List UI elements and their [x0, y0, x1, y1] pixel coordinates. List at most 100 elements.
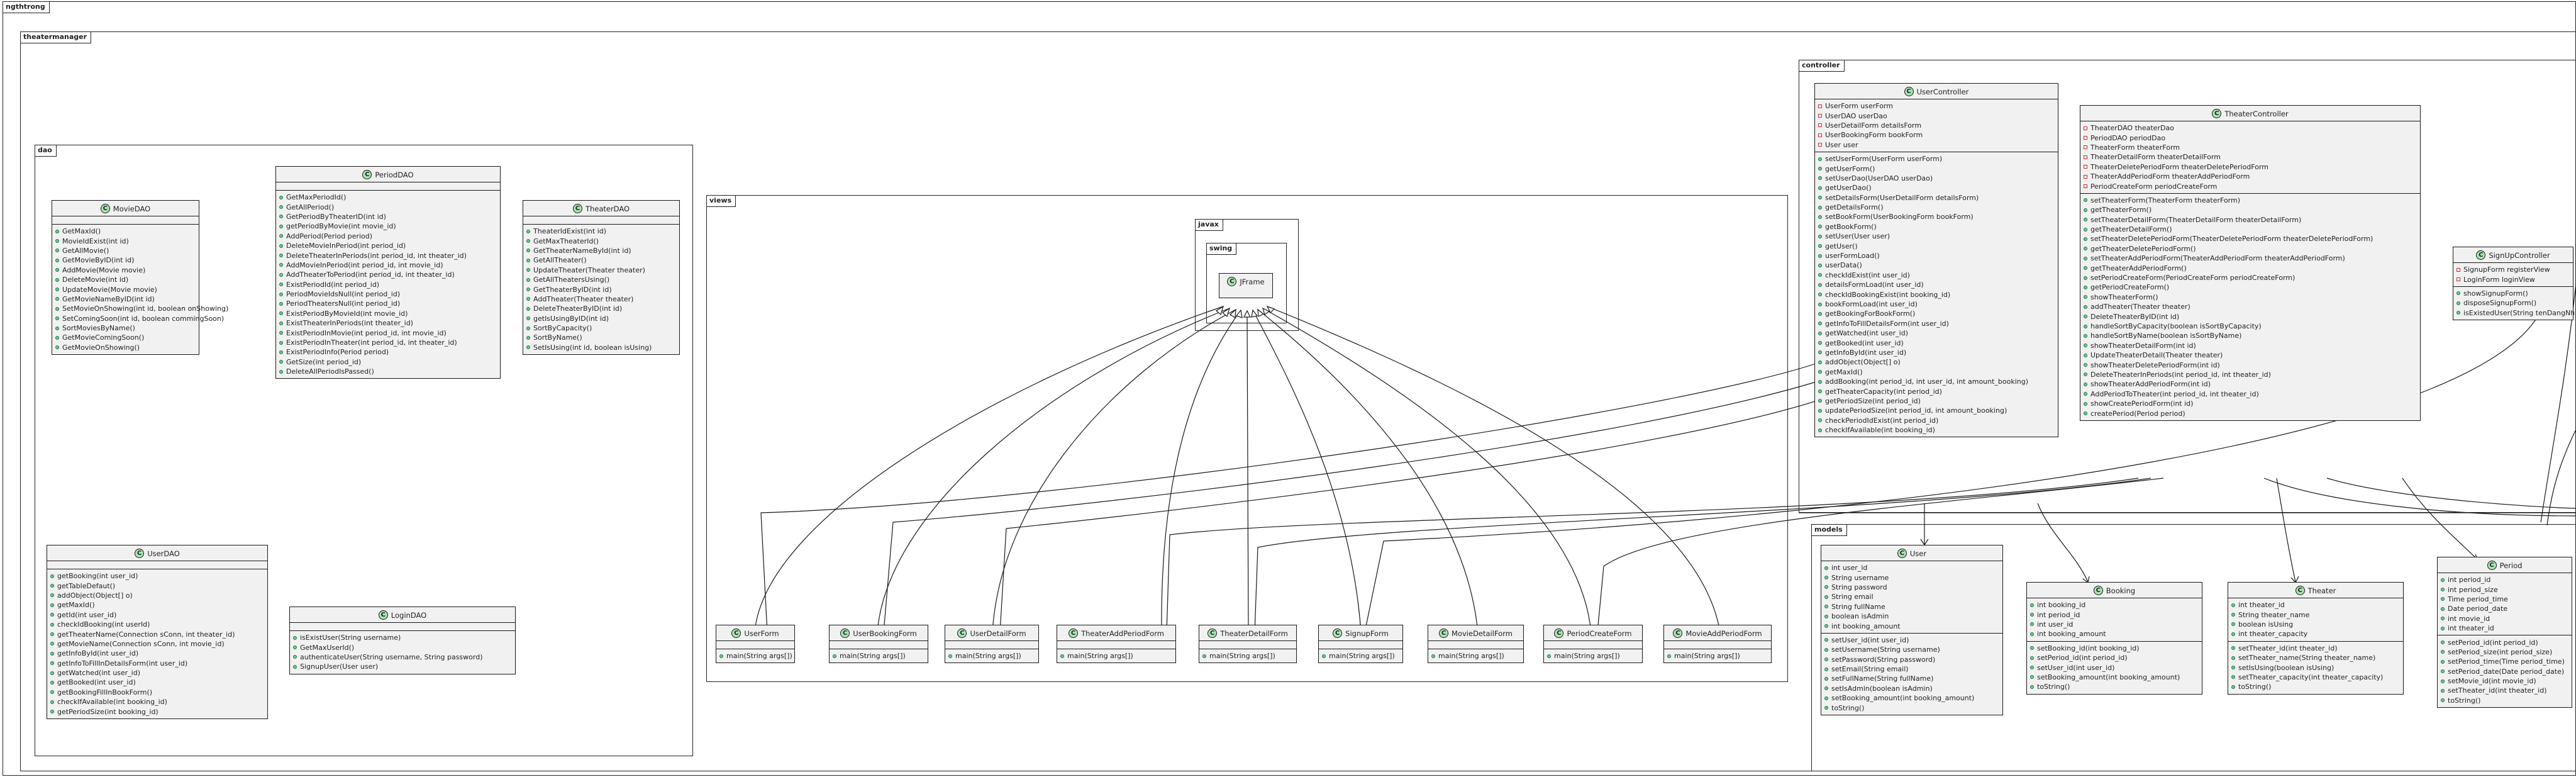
public-visibility-icon [2084, 208, 2087, 212]
method-text: SetMovieOnShowing(int id, boolean onShow… [62, 305, 229, 313]
method-row: handleSortByName(boolean isSortByName) [2080, 331, 2420, 340]
class-name: TheaterController [2224, 109, 2289, 118]
public-visibility-icon [1667, 654, 1671, 658]
field-row: int user_id [2027, 620, 2202, 629]
method-row: AddPeriodToTheater(int period_id, int th… [2080, 389, 2420, 399]
method-text: getPeriodSize(int period_id) [1825, 396, 1921, 405]
field-text: int booking_amount [2037, 630, 2106, 639]
method-text: getMaxId() [57, 601, 95, 610]
method-text: checkIdExist(int user_id) [1825, 271, 1910, 279]
public-visibility-icon [1547, 654, 1551, 658]
public-visibility-icon [55, 249, 59, 253]
class-marker-icon: C [1673, 629, 1683, 638]
method-row: SetMovieOnShowing(int id, boolean onShow… [52, 304, 228, 313]
assoc-theatercontroller-theaterdetailform [1254, 478, 2151, 633]
public-visibility-icon [279, 331, 283, 335]
public-visibility-icon [279, 292, 283, 296]
method-text: getTheaterCapacity(int period_id) [1825, 387, 1942, 396]
method-text: getInfoToFillDetailsForm(int user_id) [1825, 319, 1949, 328]
public-visibility-icon [50, 622, 54, 627]
class-marker-icon: C [2093, 586, 2103, 595]
public-visibility-icon [2084, 353, 2087, 357]
method-text: main(String args[]) [1209, 652, 1275, 661]
method-text: GetMaxTheaterId() [533, 237, 599, 245]
method-text: getInfoById(int user_id) [1825, 348, 1907, 357]
method-row: getMovieName(Connection sConn, int movie… [47, 639, 267, 649]
method-row: toString() [2228, 682, 2403, 691]
public-visibility-icon [50, 661, 54, 666]
method-text: getBookingFillInBookForm() [57, 688, 153, 696]
method-text: setIsUsing(boolean isUsing) [2238, 663, 2334, 672]
public-visibility-icon [293, 664, 297, 669]
method-row: getBooking(int user_id) [47, 571, 267, 581]
method-text: getBooked(int user_id) [57, 678, 136, 687]
class-marker-icon: C [2212, 109, 2222, 118]
method-text: getTheaterDetailForm() [2090, 225, 2172, 234]
public-visibility-icon [2084, 227, 2087, 232]
method-row: main(String args[]) [1199, 651, 1296, 661]
public-visibility-icon [1818, 244, 1822, 249]
field-text: TheaterDetailForm theaterDetailForm [2090, 153, 2221, 162]
method-text: getTheaterDeletePeriodForm() [2090, 244, 2196, 253]
method-row: showTheaterDeletePeriodForm(int id) [2080, 360, 2420, 369]
method-row: TheaterIdExist(int id) [523, 226, 679, 236]
method-row: DeleteAllPeriodIsPassed() [276, 367, 500, 376]
public-visibility-icon [279, 282, 283, 287]
method-row: PeriodTheatersNull(int period_id) [276, 299, 500, 308]
public-visibility-icon [2084, 392, 2087, 396]
public-visibility-icon [2084, 411, 2087, 416]
method-row: checkIdBooking(int userId) [47, 620, 267, 629]
public-visibility-icon [55, 288, 59, 292]
method-text: setTheater_id(int theater_id) [2448, 686, 2547, 695]
private-visibility-icon [2084, 126, 2087, 130]
field-row: UserDAO userDao [1815, 111, 2058, 120]
method-row: main(String args[]) [1664, 651, 1771, 661]
private-visibility-icon [2457, 277, 2460, 282]
method-row: getWatched(int user_id) [47, 668, 267, 678]
class-marker-icon: C [2295, 586, 2305, 595]
field-text: int theater_id [2448, 624, 2494, 633]
method-text: main(String args[]) [1674, 652, 1740, 661]
method-text: SetComingSoon(int id, boolean commingSoo… [62, 314, 225, 323]
method-row: getIsUsingByID(int id) [523, 314, 679, 323]
public-visibility-icon [55, 297, 59, 301]
field-text: TheaterDAO theaterDao [2090, 124, 2174, 133]
field-text: TheaterForm theaterForm [2090, 143, 2180, 152]
method-row: getMaxId() [47, 600, 267, 610]
method-row: detailsFormLoad(int user_id) [1815, 280, 2058, 289]
method-text: ExistPeriodInMovie(int period_id, int mo… [286, 328, 447, 337]
method-text: setUsername(String username) [1831, 646, 1940, 654]
method-row: GetAllTheater() [523, 255, 679, 265]
public-visibility-icon [50, 651, 54, 656]
method-text: getIsUsingByID(int id) [533, 314, 609, 323]
method-row: main(String args[]) [716, 651, 794, 661]
class-marker-icon: C [1904, 87, 1914, 96]
method-text: GetMaxPeriodId() [286, 193, 347, 202]
method-row: SetComingSoon(int id, boolean commingSoo… [52, 314, 224, 323]
public-visibility-icon [526, 258, 530, 262]
